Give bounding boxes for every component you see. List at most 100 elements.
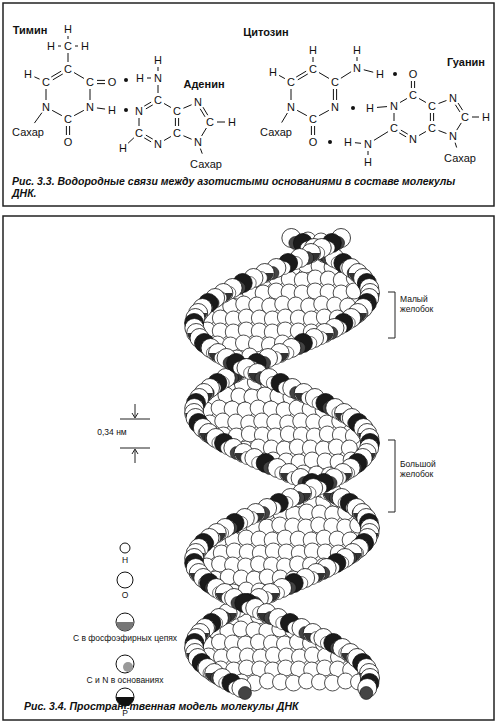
single-bond <box>164 104 171 108</box>
base-name: Цитозин <box>243 26 289 38</box>
double-bond <box>458 103 463 110</box>
atom-symbol: N <box>331 101 339 113</box>
single-bond <box>202 128 207 136</box>
groove-bracket <box>388 292 395 338</box>
callout-label: Малый желобок <box>400 295 460 315</box>
hydrogen-bond-dot <box>124 108 128 112</box>
legend-shade <box>116 622 134 631</box>
single-bond <box>58 46 61 47</box>
atom-symbol: H <box>269 66 277 78</box>
single-bond <box>472 117 479 118</box>
atom-symbol: C <box>409 89 417 101</box>
double-bond <box>433 113 434 121</box>
single-bond <box>74 110 84 115</box>
atom-symbol: N <box>42 101 50 113</box>
double-bond <box>178 118 179 126</box>
atom-symbol: C <box>428 100 436 112</box>
double-bond <box>144 138 151 142</box>
single-bond <box>374 132 388 141</box>
single-bond <box>419 132 426 136</box>
atom-symbol: O <box>108 76 117 88</box>
single-bond <box>319 73 329 79</box>
double-bond <box>203 107 208 115</box>
atom-symbol: H <box>364 156 372 168</box>
atom-symbol: O <box>309 136 318 148</box>
sugar-label: Сахар <box>190 158 222 170</box>
single-bond <box>90 89 91 100</box>
single-bond <box>355 142 361 144</box>
hydrogen-bond-dot <box>351 106 355 110</box>
sugar-label: Сахар <box>444 152 476 164</box>
double-bond <box>455 105 460 112</box>
single-bond <box>455 143 457 148</box>
atom-symbol: H <box>482 111 490 123</box>
atom-symbol: N <box>353 62 361 74</box>
legend-label: O <box>120 591 131 600</box>
atom-symbol: H <box>108 104 116 116</box>
single-bond <box>46 89 47 100</box>
single-bond <box>200 149 202 154</box>
single-bond <box>357 57 358 61</box>
single-bond <box>52 110 62 115</box>
atom-symbol: O <box>64 136 73 148</box>
double-bond <box>430 113 431 121</box>
double-bond <box>51 71 61 77</box>
atom-symbol: H <box>136 72 144 84</box>
atom-symbol: H <box>81 40 89 52</box>
atom-symbol: C <box>42 76 50 88</box>
atom-symbol: C <box>309 113 317 125</box>
double-bond <box>333 89 334 100</box>
atom-symbol: C <box>390 122 398 134</box>
atom-symbol: H <box>309 44 317 56</box>
legend-label: С в фосфоэфирных цепях <box>71 634 179 643</box>
single-bond <box>400 99 407 103</box>
atom-symbol: C <box>64 63 72 75</box>
single-bond <box>97 108 105 109</box>
double-bond <box>414 81 415 88</box>
atom-symbol: C <box>461 111 469 123</box>
backbone-atom <box>238 687 251 700</box>
single-bond <box>75 46 78 47</box>
legend-sphere <box>116 613 134 631</box>
atom-symbol: N <box>449 130 457 142</box>
single-bond <box>68 53 69 62</box>
atom-symbol: C <box>135 127 143 139</box>
atom-symbol: H <box>376 68 384 80</box>
single-bond <box>158 85 159 93</box>
double-bond <box>311 126 312 135</box>
dimension-arrow <box>132 449 138 454</box>
atom-symbol: N <box>154 72 162 84</box>
atom-symbol: H <box>64 23 72 35</box>
atom-symbol: C <box>86 76 94 88</box>
sugar-label: Сахар <box>12 126 44 138</box>
single-bond <box>394 113 395 121</box>
groove-bracket <box>388 440 395 512</box>
double-bond <box>401 130 408 134</box>
single-bond <box>368 151 369 155</box>
atom-symbol: H <box>119 142 127 154</box>
atom-symbol: C <box>64 113 72 125</box>
atom-symbol: H <box>154 54 162 66</box>
figure-caption: Рис. 3.3. Водородные связи между азотист… <box>12 176 482 199</box>
single-bond <box>341 72 351 78</box>
legend-label: P <box>120 709 130 718</box>
legend-sphere <box>116 655 134 673</box>
single-bond <box>217 122 225 123</box>
double-bond <box>146 135 153 139</box>
dimension-arrow <box>132 413 138 418</box>
atom-symbol: C <box>287 76 295 88</box>
legend-sphere <box>120 543 130 553</box>
double-bond <box>144 102 151 106</box>
double-bond <box>97 80 105 81</box>
atom-symbol: N <box>86 101 94 113</box>
double-bond <box>146 105 153 109</box>
atom-symbol: C <box>331 76 339 88</box>
single-bond <box>313 57 314 62</box>
single-bond <box>377 106 387 108</box>
single-bond <box>282 113 288 123</box>
panel-border <box>3 216 494 720</box>
single-bond <box>128 138 134 143</box>
atom-symbol: N <box>364 138 372 150</box>
double-bond <box>336 89 337 100</box>
double-bond <box>399 133 406 137</box>
